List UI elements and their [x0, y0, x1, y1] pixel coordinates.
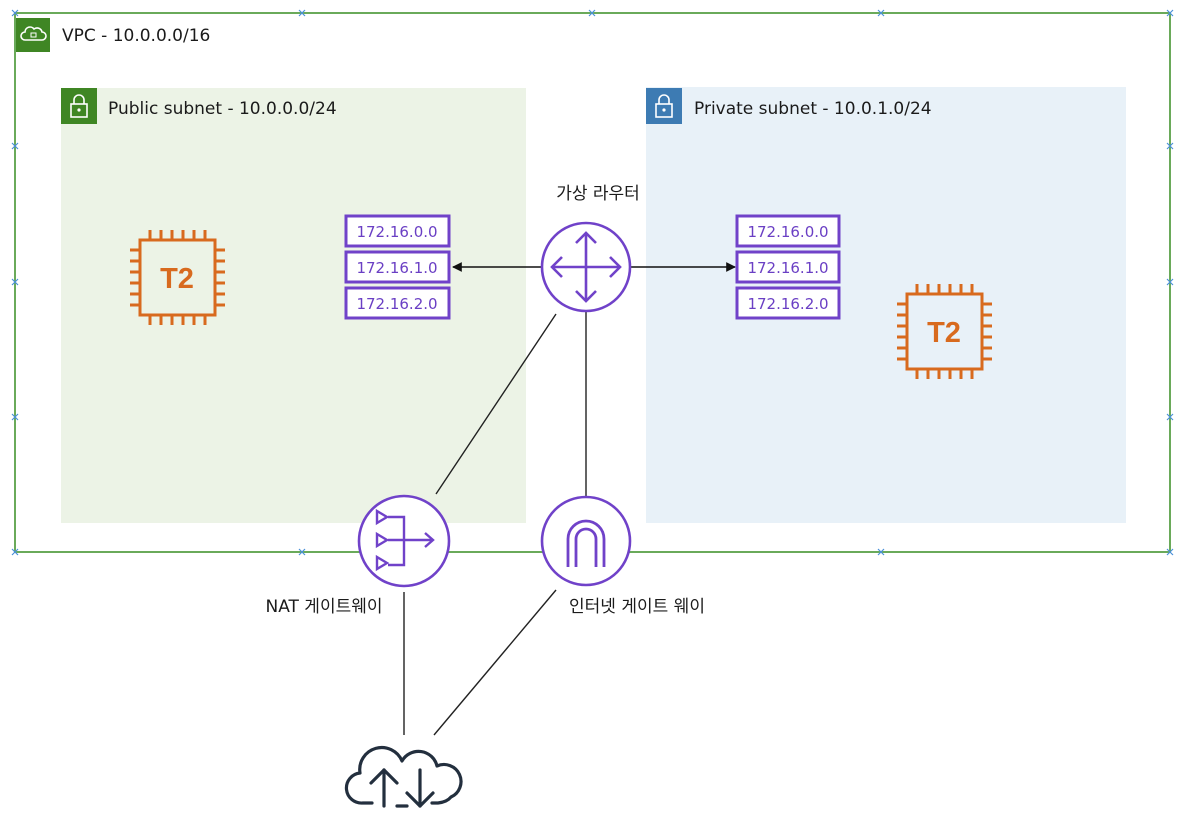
route-table-left: 172.16.0.0 172.16.1.0 172.16.2.0 — [344, 214, 451, 320]
route-entry: 172.16.2.0 — [356, 295, 437, 313]
route-entry: 172.16.1.0 — [356, 259, 437, 277]
ec2-t2-instance-icon-right — [897, 284, 992, 379]
igw-to-internet-line — [433, 589, 557, 736]
internet-gateway-icon — [540, 495, 632, 587]
route-entry: 172.16.1.0 — [747, 259, 828, 277]
private-subnet-label: Private subnet - 10.0.1.0/24 — [694, 99, 932, 119]
internet-gateway-label: 인터넷 게이트 웨이 — [569, 597, 705, 617]
cloud-upload-download-icon — [344, 745, 463, 808]
router-label: 가상 라우터 — [556, 184, 640, 204]
vpc-label: VPC - 10.0.0.0/16 — [62, 26, 210, 46]
route-table-right: 172.16.0.0 172.16.1.0 172.16.2.0 — [735, 214, 841, 320]
selection-handles — [11, 9, 1174, 556]
instance-right-label: T2 — [927, 317, 961, 349]
instance-left-label: T2 — [160, 263, 194, 295]
ec2-t2-instance-icon-left — [130, 230, 225, 325]
router-icon — [540, 221, 632, 313]
private-subnet-lock-icon — [646, 88, 682, 124]
private-subnet-area — [646, 87, 1126, 523]
public-subnet-lock-icon — [61, 88, 97, 124]
route-entry: 172.16.0.0 — [356, 223, 437, 241]
router-to-nat-line — [435, 313, 557, 495]
route-entry: 172.16.0.0 — [747, 223, 828, 241]
public-subnet-label: Public subnet - 10.0.0.0/24 — [108, 99, 337, 119]
vpc-cloud-icon — [16, 18, 50, 52]
nat-gateway-label: NAT 게이트웨이 — [265, 597, 382, 617]
route-entry: 172.16.2.0 — [747, 295, 828, 313]
nat-gateway-icon — [357, 494, 451, 588]
